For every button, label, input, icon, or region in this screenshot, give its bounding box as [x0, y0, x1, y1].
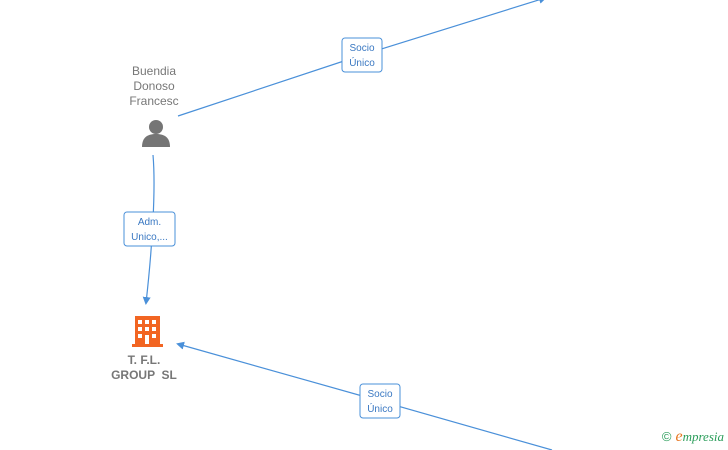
company-name-line: GROUP SL: [111, 368, 177, 382]
brand-watermark[interactable]: ©empresia: [662, 428, 724, 446]
person-icon[interactable]: [142, 120, 170, 147]
person-name-line: Donoso: [133, 79, 175, 93]
person-name-line: Buendia: [131, 64, 177, 78]
edge-label-adm-unico[interactable]: Adm. Unico,...: [123, 211, 176, 247]
edge-label-socio-unico-bottom[interactable]: Socio Único: [359, 383, 401, 419]
copyright-icon: ©: [661, 429, 672, 444]
edge-label-line: Unico,...: [131, 232, 168, 243]
person-name-line: Francesc: [129, 94, 179, 108]
edge-label-line: Único: [349, 56, 375, 69]
company-name-line: T. F.L.: [127, 353, 161, 367]
company-name-label[interactable]: T. F.L. GROUP SL: [96, 353, 192, 383]
building-icon[interactable]: [132, 316, 163, 347]
brand-logo-initial: e: [675, 428, 683, 445]
edge-label-line: Adm.: [138, 217, 161, 228]
edge-label-socio-unico-top[interactable]: Socio Único: [341, 37, 383, 73]
edge-label-line: Socio: [367, 389, 392, 400]
brand-logo-text: mpresia: [682, 429, 724, 444]
edge-label-line: Socio: [349, 43, 374, 54]
person-name-label[interactable]: Buendia Donoso Francesc: [106, 64, 202, 109]
edge-label-line: Único: [367, 402, 393, 415]
